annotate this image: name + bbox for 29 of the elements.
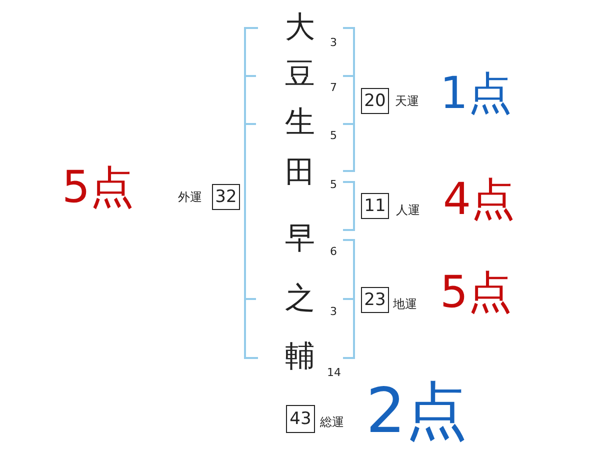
number-box: 43 xyxy=(286,405,315,433)
score-text: 5点 xyxy=(440,271,512,315)
stroke-count: 5 xyxy=(330,130,337,141)
stroke-count: 3 xyxy=(330,306,337,317)
score-text: 2点 xyxy=(366,380,468,442)
fortune-label: 地運 xyxy=(393,298,417,310)
name-character: 豆 xyxy=(285,60,315,90)
fortune-label: 総運 xyxy=(320,416,344,428)
stroke-count: 7 xyxy=(330,82,337,93)
name-character: 輔 xyxy=(285,342,315,372)
fortune-label: 天運 xyxy=(395,95,419,107)
stroke-count: 3 xyxy=(330,37,337,48)
name-character: 田 xyxy=(285,158,315,188)
score-text: 4点 xyxy=(443,178,515,222)
stroke-count: 6 xyxy=(330,246,337,257)
score-text: 5点 xyxy=(62,166,134,210)
number-box: 32 xyxy=(212,184,240,210)
number-box: 20 xyxy=(361,88,389,114)
number-box: 11 xyxy=(361,193,389,219)
name-character: 早 xyxy=(285,224,315,254)
name-character: 生 xyxy=(285,108,315,138)
name-character: 之 xyxy=(285,284,315,314)
number-box: 23 xyxy=(361,287,389,313)
stroke-count: 14 xyxy=(327,367,341,378)
fortune-label: 外運 xyxy=(178,191,202,203)
score-text: 1点 xyxy=(440,72,512,116)
name-character: 大 xyxy=(285,13,315,43)
stroke-count: 5 xyxy=(330,179,337,190)
fortune-label: 人運 xyxy=(396,204,420,216)
